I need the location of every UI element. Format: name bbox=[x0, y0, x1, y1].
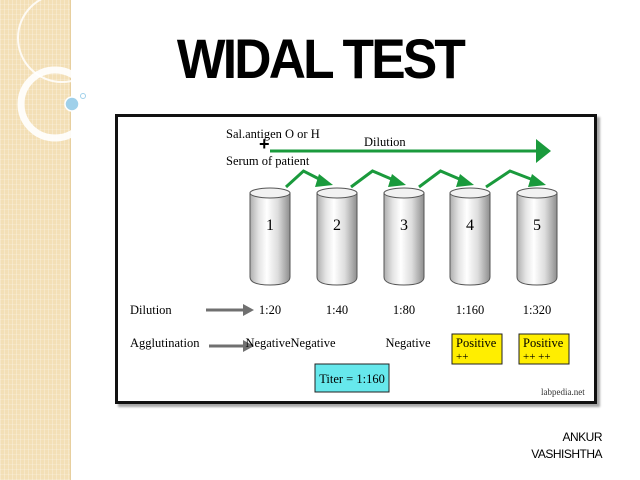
tube-4: 4 bbox=[449, 187, 491, 286]
tube-rim-5 bbox=[516, 187, 558, 199]
row-label-dilution: Dilution bbox=[130, 303, 172, 317]
result-1: Negative bbox=[245, 336, 291, 350]
reagent-serum-label: Serum of patient bbox=[226, 154, 310, 168]
tube-5: 5 bbox=[516, 187, 558, 286]
dilution-value-5: 1:320 bbox=[523, 303, 551, 317]
transfer-arrow-2 bbox=[350, 169, 397, 189]
dilution-value-4: 1:160 bbox=[456, 303, 484, 317]
result-grade-5: ++ ++ bbox=[523, 351, 551, 363]
row-label-agglutination: Agglutination bbox=[130, 336, 200, 350]
transfer-arrowhead-1 bbox=[315, 174, 333, 187]
result-4: Positive bbox=[456, 336, 497, 350]
titer-label: Titer = 1:160 bbox=[319, 372, 385, 386]
transfer-arrowhead-2 bbox=[388, 174, 406, 187]
widal-test-diagram: Sal.antigen O or H + Serum of patient Di… bbox=[115, 114, 597, 404]
tube-rim-4 bbox=[449, 187, 491, 199]
dilution-row-pointer-head bbox=[243, 304, 254, 316]
author-first-name: ANKUR bbox=[562, 430, 602, 444]
tube-2: 2 bbox=[316, 187, 358, 286]
tube-number-3: 3 bbox=[400, 217, 408, 234]
diagram-canvas: Sal.antigen O or H + Serum of patient Di… bbox=[130, 127, 585, 397]
dilution-value-2: 1:40 bbox=[326, 303, 348, 317]
result-grade-4: ++ bbox=[456, 351, 468, 363]
result-3: Negative bbox=[385, 336, 431, 350]
positive-box-4 bbox=[451, 333, 503, 365]
agglutination-row-pointer-head bbox=[243, 340, 254, 352]
tube-number-1: 1 bbox=[266, 217, 274, 234]
dilution-value-3: 1:80 bbox=[393, 303, 415, 317]
tube-1: 1 bbox=[249, 187, 291, 286]
transfer-arrow-1 bbox=[284, 169, 324, 189]
tube-number-2: 2 bbox=[333, 217, 341, 234]
tube-body-1 bbox=[249, 192, 291, 286]
dilution-value-1: 1:20 bbox=[259, 303, 281, 317]
dilution-arrow-label: Dilution bbox=[364, 135, 406, 149]
transfer-arrow-3 bbox=[418, 169, 465, 189]
titer-box bbox=[314, 363, 390, 393]
tube-body-5 bbox=[516, 192, 558, 286]
positive-box-5 bbox=[518, 333, 570, 365]
tube-number-5: 5 bbox=[533, 217, 541, 234]
result-5: Positive bbox=[523, 336, 564, 350]
result-2: Negative bbox=[290, 336, 336, 350]
reagent-antigen-label: Sal.antigen O or H bbox=[226, 127, 320, 141]
tube-number-4: 4 bbox=[466, 217, 474, 234]
plus-sign: + bbox=[259, 134, 270, 154]
tube-rim-3 bbox=[383, 187, 425, 199]
tube-3: 3 bbox=[383, 187, 425, 286]
tube-body-4 bbox=[449, 192, 491, 286]
transfer-arrow-4 bbox=[485, 169, 537, 189]
tube-rim-2 bbox=[316, 187, 358, 199]
slide-title: WIDAL TEST bbox=[176, 27, 466, 90]
dilution-arrowhead bbox=[536, 139, 551, 163]
decorative-circles bbox=[17, 0, 107, 142]
transfer-arrowhead-4 bbox=[528, 174, 546, 187]
author-last-name: VASHISHTHA bbox=[531, 447, 602, 461]
source-watermark: labpedia.net bbox=[541, 387, 585, 397]
tube-body-2 bbox=[316, 192, 358, 286]
tube-rim-1 bbox=[249, 187, 291, 199]
transfer-arrowhead-3 bbox=[456, 174, 474, 187]
tube-body-3 bbox=[383, 192, 425, 286]
